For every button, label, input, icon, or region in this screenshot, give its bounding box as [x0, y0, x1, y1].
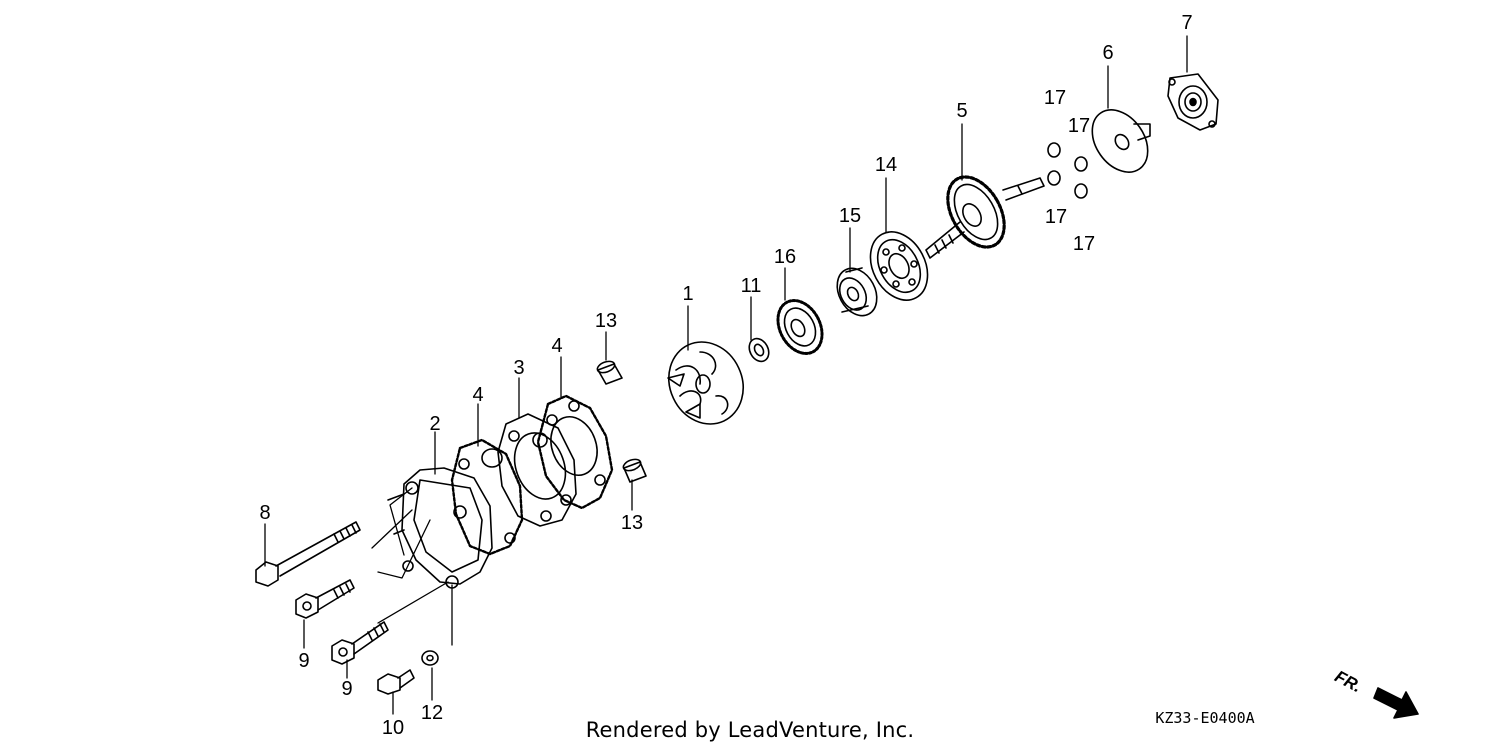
callout-14: 14: [874, 154, 898, 176]
callout-4a: 4: [472, 384, 484, 406]
washer-part-11: [748, 337, 770, 363]
callout-12: 12: [420, 702, 444, 724]
callout-17d: 17: [1072, 233, 1096, 255]
seal-part-16: [776, 299, 824, 355]
callout-1: 1: [682, 283, 694, 305]
callout-10: 10: [381, 717, 405, 739]
pin-part-17: [1047, 142, 1088, 199]
shaft-gear-part-5: [925, 175, 1045, 259]
bolt-part-9-upper: [295, 579, 355, 619]
bearing-part-14: [869, 231, 929, 301]
gasket-part-4-left: [450, 438, 524, 556]
case-part-3: [497, 413, 577, 527]
pump-cover-part-2: [387, 467, 493, 589]
callout-9a: 9: [298, 650, 310, 672]
leader-lines: [264, 35, 1188, 715]
callout-17c: 17: [1044, 206, 1068, 228]
callout-13b: 13: [620, 512, 644, 534]
callout-17b: 17: [1067, 115, 1091, 137]
bolt-part-9-lower: [331, 621, 389, 665]
callout-11: 11: [740, 275, 762, 297]
callout-7: 7: [1181, 12, 1193, 34]
bearing-holder-part-7: [1167, 73, 1219, 131]
footer-credit: Rendered by LeadVenture, Inc.: [585, 718, 915, 742]
callout-8: 8: [259, 502, 271, 524]
bolt-part-10: [377, 669, 415, 695]
callout-9b: 9: [341, 678, 353, 700]
callout-2: 2: [429, 413, 441, 435]
callout-17a: 17: [1043, 87, 1067, 109]
impeller-part-1: [667, 341, 744, 425]
callout-6: 6: [1102, 42, 1114, 64]
callout-5: 5: [956, 100, 968, 122]
plate-part-6: [1091, 109, 1151, 173]
long-bolt-part-8: [255, 521, 361, 587]
gasket-part-4-right: [536, 394, 614, 510]
callout-4b: 4: [551, 335, 563, 357]
callout-16: 16: [773, 246, 797, 268]
bearing-part-15: [836, 267, 878, 317]
callout-3: 3: [513, 357, 525, 379]
washer-part-12: [421, 650, 439, 666]
callout-13a: 13: [594, 310, 618, 332]
diagram-code: KZ33-E0400A: [1155, 709, 1255, 727]
front-arrow-icon: [1373, 687, 1419, 719]
dowel-part-13: [596, 360, 647, 483]
callout-15: 15: [838, 205, 862, 227]
